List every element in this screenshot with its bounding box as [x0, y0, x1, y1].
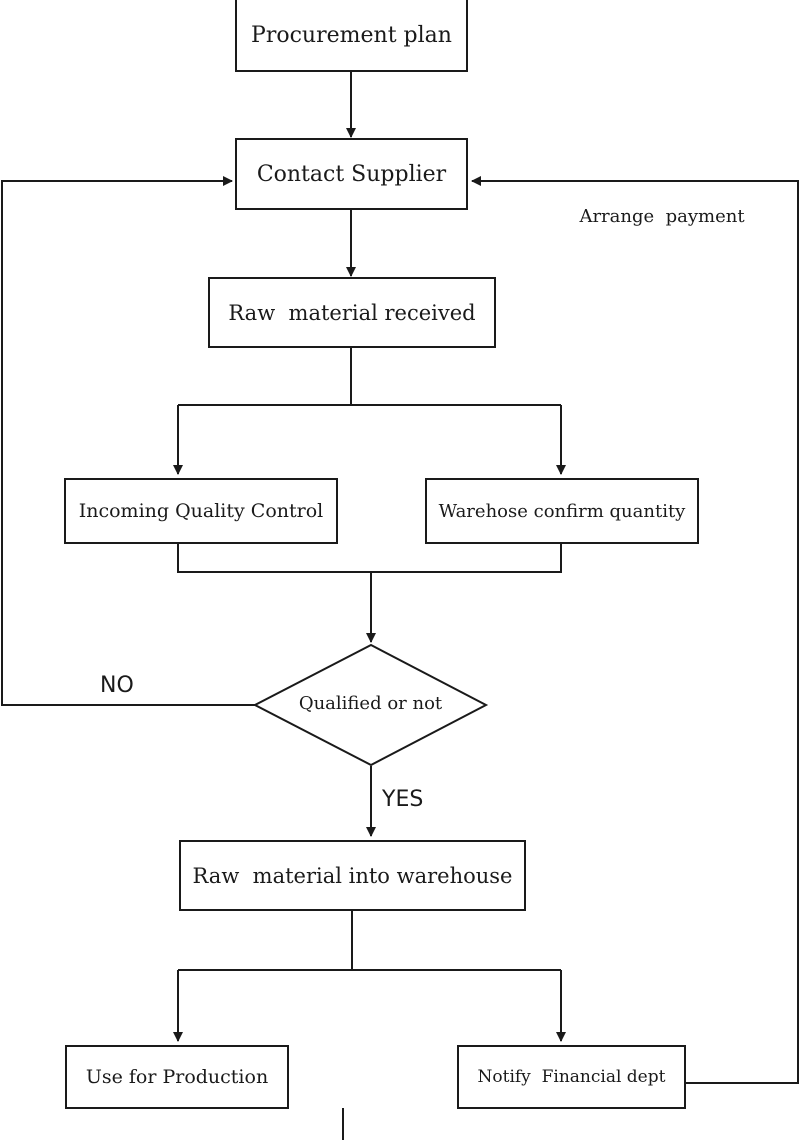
- use-for-production-box: Use for Production: [65, 1045, 289, 1109]
- raw-material-received-box: Raw material received: [208, 277, 496, 348]
- decision-label: Qualified or not: [298, 693, 443, 714]
- edge-merge: [177, 543, 562, 573]
- into-warehouse-box: Raw material into warehouse: [179, 840, 526, 911]
- raw-material-received-label: Raw material received: [228, 300, 476, 325]
- warehouse-confirm-label: Warehose confirm quantity: [438, 500, 686, 522]
- incoming-qc-label: Incoming Quality Control: [78, 500, 324, 522]
- decision-diamond: [252, 643, 489, 767]
- warehouse-confirm-box: Warehose confirm quantity: [425, 478, 699, 544]
- edge-warehouse-split: [178, 910, 561, 971]
- no-label: NO: [100, 673, 134, 698]
- edge-received-split: [178, 347, 561, 406]
- notify-financial-label: Notify Financial dept: [477, 1067, 666, 1087]
- procurement-plan-label: Procurement plan: [251, 22, 452, 48]
- incoming-qc-box: Incoming Quality Control: [64, 478, 338, 544]
- yes-label: YES: [382, 787, 424, 812]
- contact-supplier-box: Contact Supplier: [235, 138, 468, 210]
- arrange-payment-label: Arrange payment: [579, 206, 745, 227]
- into-warehouse-label: Raw material into warehouse: [192, 863, 513, 888]
- edge-payment-loop: [471, 176, 799, 1084]
- use-for-production-label: Use for Production: [85, 1066, 269, 1088]
- edge-no-loop: [1, 176, 255, 706]
- contact-supplier-label: Contact Supplier: [256, 161, 447, 187]
- procurement-plan-box: Procurement plan: [235, 0, 468, 72]
- notify-financial-box: Notify Financial dept: [457, 1045, 686, 1109]
